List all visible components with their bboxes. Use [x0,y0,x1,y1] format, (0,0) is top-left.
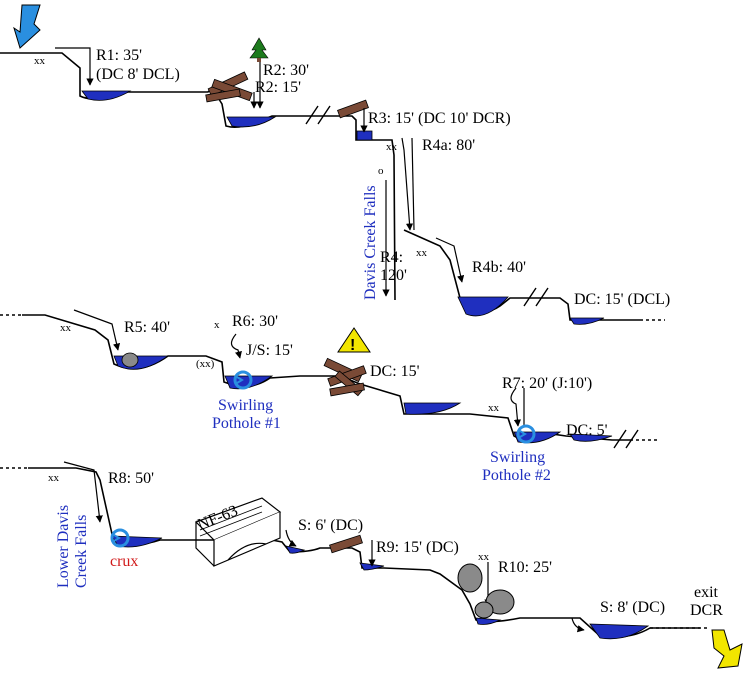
log-icon [337,99,369,119]
log-icon [323,357,367,397]
rappel-label: R8: 50' [108,470,154,487]
row-1: xx R1: 35' (DC 8' DCL) R2: 30' R2: 15' R… [0,4,670,325]
downclimb-label: DC: 15' [370,363,420,380]
exit-arrow-icon [711,629,743,669]
entry-arrow-icon [13,4,41,49]
rappel-label: R9: 15' (DC) [376,539,459,556]
pothole-label: Pothole #1 [212,415,281,432]
falls-name: Creek Falls [73,515,90,588]
pothole-label: Swirling [218,397,273,414]
anchor-mark: xx [48,472,60,484]
swirl-icon [233,370,253,390]
row-2: xx R5: 40' x R6: 30' J/S: 15' (xx) Swirl… [0,309,660,484]
rappel-label: R7: 20' (J:10') [502,375,592,392]
crux-label: crux [110,553,138,570]
falls-name: Davis Creek Falls [362,185,379,300]
exit-label: DCR [690,602,723,619]
pool [569,317,605,325]
row-3: xx R8: 50' Lower Davis Creek Falls crux … [0,461,743,669]
rappel-label: R10: 25' [498,559,552,576]
rappel-label: R2: 30' [263,62,309,79]
swirl-icon [516,424,536,444]
rappel-label: R2: 15' [255,79,301,96]
rock-icon [121,352,139,368]
terrain-line [0,52,396,301]
pool [403,402,462,415]
rappel-label: R1: 35' [96,47,142,64]
pothole-label: Swirling [490,449,545,466]
rappel-label: R4b: 40' [472,259,526,276]
svg-text:!: ! [350,337,355,354]
rappel-note: (DC 8' DCL) [96,66,180,83]
rappel-label: R6: 30' [232,313,278,330]
log-icon [329,534,363,554]
anchor-mark: xx [478,551,490,563]
anchor-mark: o [378,165,384,177]
rappel-label: R5: 40' [124,319,170,336]
anchor-mark: x [214,319,220,331]
rappel-label: R4: [380,249,403,266]
anchor-mark: xx [488,402,500,414]
rappel-length: 120' [380,267,407,284]
jump-slide-label: J/S: 15' [246,342,293,359]
bridge-icon [194,497,282,567]
pool [226,116,277,128]
section-break [305,105,331,125]
pool [569,433,613,442]
downclimb-label: DC: 5' [566,422,608,439]
slide-label: S: 8' (DC) [600,599,665,616]
section-break [523,287,549,307]
pool [589,623,650,640]
tree-icon [249,37,269,62]
section-break [613,429,639,449]
pool [457,296,509,317]
slide-label: S: 6' (DC) [298,517,363,534]
anchor-mark: xx [416,247,428,259]
anchor-mark: xx [386,141,398,153]
warning-icon: ! [337,327,371,354]
rappel-label: R3: 15' (DC 10' DCR) [368,110,511,127]
log-icon [205,71,253,103]
rock-icon [457,563,515,619]
pool [81,90,132,101]
pool [356,130,373,141]
anchor-mark: xx [34,55,46,67]
anchor-mark: (xx) [196,358,215,370]
pool [475,617,502,625]
pool [285,545,306,554]
exit-label: exit [694,584,719,601]
swirl-icon [110,528,130,548]
pothole-label: Pothole #2 [482,467,551,484]
downclimb-label: DC: 15' (DCL) [574,291,670,308]
anchor-mark: xx [60,322,72,334]
falls-name: Lower Davis [55,505,72,588]
rappel-label: R4a: 80' [422,137,475,154]
